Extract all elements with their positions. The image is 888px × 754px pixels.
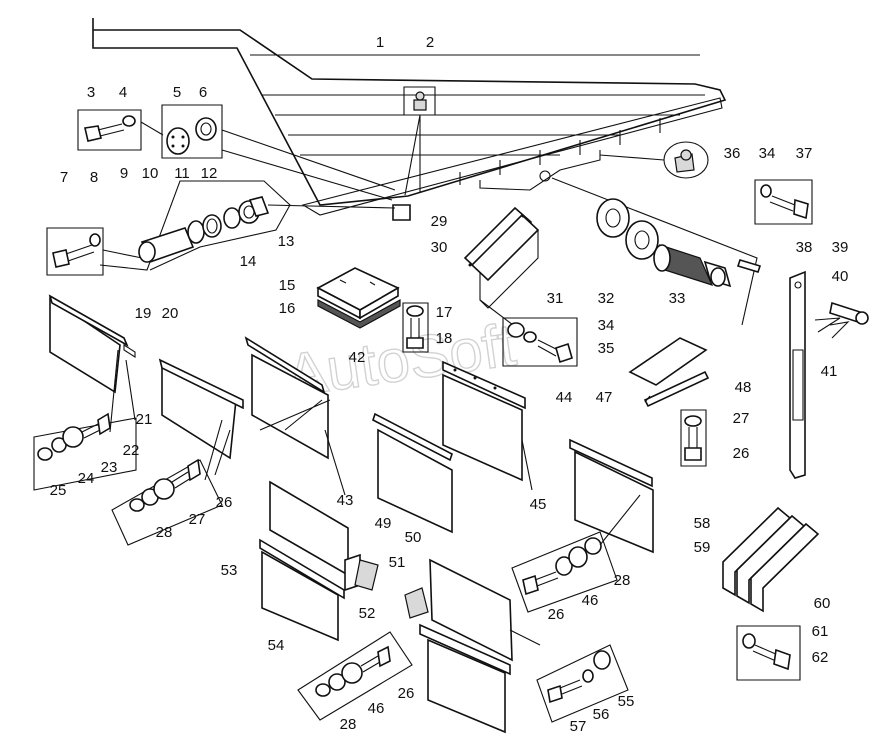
callout-c46b: 46	[368, 700, 385, 717]
callout-c62: 62	[812, 649, 829, 666]
callout-c30: 30	[431, 239, 448, 256]
callout-c53: 53	[221, 562, 238, 579]
bolt-box-34-37	[736, 179, 813, 273]
callout-c34b: 34	[759, 145, 776, 162]
fitting-36	[599, 141, 709, 179]
callout-c57: 57	[570, 718, 587, 735]
callout-c34a: 34	[598, 317, 615, 334]
callout-c33: 33	[669, 290, 686, 307]
callout-c5: 5	[173, 84, 181, 101]
callout-c54: 54	[268, 637, 285, 654]
callout-c26b: 26	[733, 445, 750, 462]
callout-c3: 3	[87, 84, 95, 101]
callout-c23: 23	[101, 459, 118, 476]
callout-c49: 49	[375, 515, 392, 532]
callout-c61: 61	[812, 623, 829, 640]
callout-c39: 39	[832, 239, 849, 256]
callout-c10: 10	[142, 165, 159, 182]
bottom-flaps	[259, 480, 629, 734]
callout-c15: 15	[279, 277, 296, 294]
callout-c60: 60	[814, 595, 831, 612]
callout-c18: 18	[436, 330, 453, 347]
plates-58-60	[722, 506, 820, 681]
callout-c48: 48	[735, 379, 752, 396]
bolt-washer-group-top	[77, 109, 164, 151]
grease-fitting	[403, 86, 436, 196]
callout-c4: 4	[119, 84, 127, 101]
callout-c35: 35	[598, 340, 615, 357]
callout-c31: 31	[547, 290, 564, 307]
bolt-box-26-27	[680, 409, 707, 467]
callout-c43: 43	[337, 492, 354, 509]
callout-c38: 38	[796, 239, 813, 256]
bolt-box-31-35	[502, 317, 578, 367]
callout-c42: 42	[349, 349, 366, 366]
callout-c13: 13	[278, 233, 295, 250]
callout-c41: 41	[821, 363, 838, 380]
long-bar-39	[789, 270, 806, 479]
left-mudflap	[33, 294, 137, 491]
pin-cotter	[814, 301, 869, 339]
callout-c26c: 26	[548, 606, 565, 623]
callout-c50: 50	[405, 529, 422, 546]
left-mid-mudflap	[111, 358, 244, 546]
mount-block	[316, 267, 401, 329]
callout-c26d: 26	[398, 685, 415, 702]
bracket-47-48	[628, 337, 710, 408]
callout-c11: 11	[174, 165, 190, 182]
callout-c51: 51	[389, 554, 406, 571]
callout-c27b: 27	[733, 410, 750, 427]
callout-c1: 1	[376, 34, 384, 51]
callout-c47: 47	[596, 389, 613, 406]
bolt-box-46-right	[511, 494, 641, 613]
callout-c56: 56	[593, 706, 610, 723]
callout-c27a: 27	[189, 511, 206, 528]
callout-c21: 21	[136, 411, 153, 428]
callout-c52: 52	[359, 605, 376, 622]
callout-c22: 22	[123, 442, 140, 459]
callout-c36: 36	[724, 145, 741, 162]
callout-c45: 45	[530, 496, 547, 513]
callout-c14: 14	[240, 253, 257, 270]
callout-c55: 55	[618, 693, 635, 710]
callout-c9: 9	[120, 165, 128, 182]
callout-c7: 7	[60, 169, 68, 186]
callout-c32: 32	[598, 290, 615, 307]
bolt-box-17-18	[402, 302, 429, 353]
callout-c40: 40	[832, 268, 849, 285]
callout-c2: 2	[426, 34, 434, 51]
callout-c17: 17	[436, 304, 453, 321]
right-flap-44-45	[442, 360, 654, 554]
callout-c28b: 28	[614, 572, 631, 589]
callout-c20: 20	[162, 305, 179, 322]
frame-rail	[92, 18, 727, 221]
callout-c29: 29	[431, 213, 448, 230]
callout-c46a: 46	[582, 592, 599, 609]
callout-c8: 8	[90, 169, 98, 186]
callout-c28a: 28	[156, 524, 173, 541]
callout-c44: 44	[556, 389, 573, 406]
callout-c37: 37	[796, 145, 813, 162]
pin-assembly-group	[46, 180, 396, 276]
roller-group	[551, 177, 758, 326]
callout-c12: 12	[201, 165, 218, 182]
callout-c19: 19	[135, 305, 152, 322]
plates-29-30	[463, 206, 540, 326]
callout-c28c: 28	[340, 716, 357, 733]
callout-c16: 16	[279, 300, 296, 317]
callout-c24: 24	[78, 470, 95, 487]
callout-c26a: 26	[216, 494, 233, 511]
plate-bushing-group	[161, 104, 396, 201]
callout-c6: 6	[199, 84, 207, 101]
callout-c59: 59	[694, 539, 711, 556]
center-flap-42-43	[244, 336, 453, 534]
callout-c58: 58	[694, 515, 711, 532]
callout-c25: 25	[50, 482, 67, 499]
